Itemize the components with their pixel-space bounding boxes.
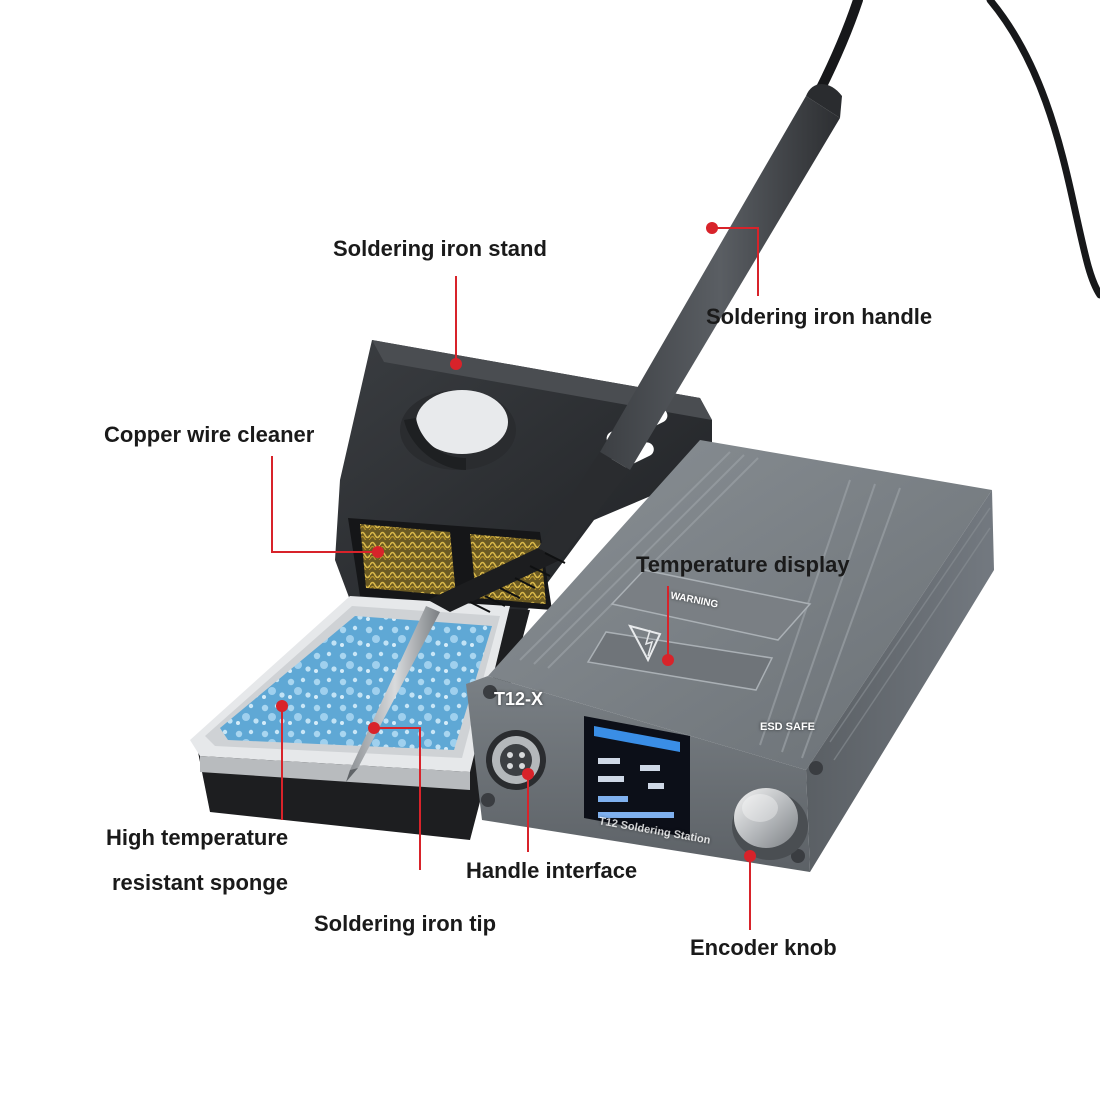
model-label: T12-X <box>494 689 544 709</box>
power-cable <box>986 0 1100 299</box>
callout-copper-wire-cleaner: Copper wire cleaner <box>104 422 315 447</box>
leader-lines <box>271 227 759 930</box>
handle-interface-connector <box>486 730 546 790</box>
soldering-iron-stand <box>335 340 712 620</box>
leader-dots <box>276 222 756 862</box>
callout-sponge-line2: resistant sponge <box>112 870 289 895</box>
encoder-knob-shape <box>732 788 808 860</box>
callout-handle-interface: Handle interface <box>466 858 638 883</box>
callout-soldering-iron-handle: Soldering iron handle <box>706 304 933 329</box>
callout-sponge-line1: High temperature <box>106 825 289 850</box>
handle-cable <box>815 0 863 95</box>
soldering-iron-handle <box>428 84 842 613</box>
callout-soldering-iron-tip: Soldering iron tip <box>314 911 497 936</box>
soldering-station-body <box>466 440 994 872</box>
callout-temperature-display: Temperature display <box>636 552 850 577</box>
callout-soldering-iron-stand: Soldering iron stand <box>333 236 547 261</box>
esd-label: ESD SAFE <box>760 721 816 733</box>
sponge-tray <box>190 596 530 840</box>
callout-encoder-knob: Encoder knob <box>690 935 837 960</box>
